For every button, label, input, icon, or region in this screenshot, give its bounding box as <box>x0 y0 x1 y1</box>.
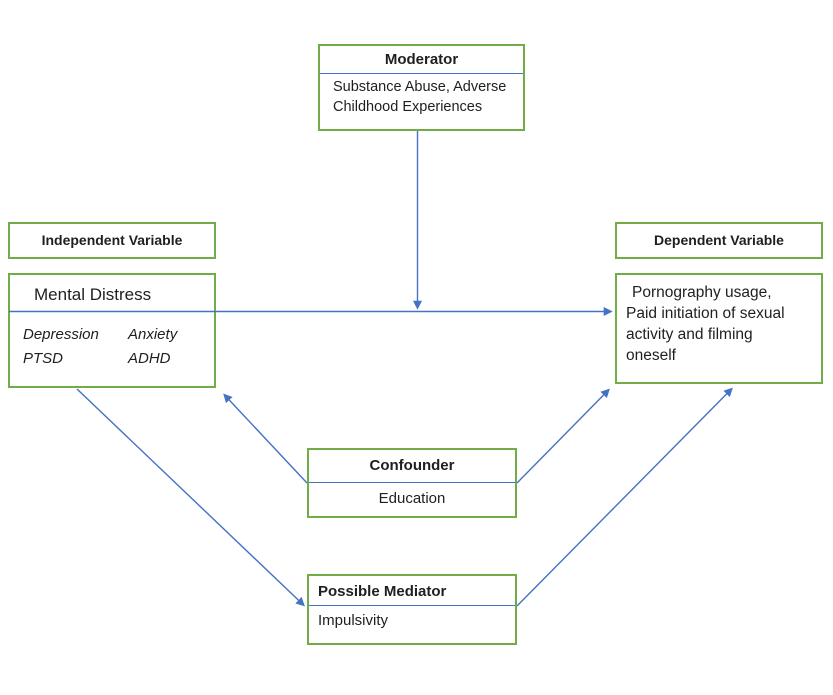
moderator-title: Moderator <box>320 46 523 74</box>
moderator-body-line: Childhood Experiences <box>333 99 483 115</box>
example-adhd: ADHD <box>128 350 171 367</box>
possible-mediator-body: Impulsivity <box>318 612 389 629</box>
mental-distress-box: Mental Distress Depression PTSD Anxiety … <box>8 273 216 388</box>
mental-distress-example-column: Depression PTSD <box>23 323 128 371</box>
mental-distress-examples: Depression PTSD Anxiety ADHD <box>10 311 214 371</box>
arrow-confounder-to-independent <box>223 393 308 484</box>
arrow-confounder-to-dependent <box>516 388 610 484</box>
mental-distress-title: Mental Distress <box>34 285 152 304</box>
moderator-box: Moderator Substance Abuse, Adverse Child… <box>318 44 525 131</box>
arrow-mediator-to-dependent <box>516 387 733 607</box>
dependent-variable-box: Pornography usage, Paid initiation of se… <box>615 273 823 384</box>
dependent-variable-label: Dependent Variable <box>654 232 784 248</box>
mental-distress-example-column: Anxiety ADHD <box>128 323 177 371</box>
example-anxiety: Anxiety <box>128 326 178 343</box>
dependent-body-line: activity and filming <box>626 326 753 343</box>
dependent-body-line: Pornography usage, <box>632 284 772 301</box>
moderator-body: Substance Abuse, Adverse Childhood Exper… <box>320 74 523 117</box>
independent-variable-label: Independent Variable <box>41 232 183 248</box>
dependent-body-line: oneself <box>626 347 676 364</box>
confounder-title: Confounder <box>309 450 515 483</box>
moderator-body-line: Substance Abuse, Adverse <box>333 79 507 95</box>
example-ptsd: PTSD <box>23 350 64 367</box>
example-depression: Depression <box>23 326 99 343</box>
possible-mediator-box: Possible Mediator Impulsivity <box>307 574 517 645</box>
dependent-body-line: Paid initiation of sexual <box>626 305 785 322</box>
confounder-box: Confounder Education <box>307 448 517 518</box>
independent-variable-label-box: Independent Variable <box>8 222 216 259</box>
confounder-body: Education <box>378 490 446 507</box>
possible-mediator-title: Possible Mediator <box>309 576 515 606</box>
dependent-variable-label-box: Dependent Variable <box>615 222 823 259</box>
arrow-independent-to-mediator <box>76 388 305 607</box>
